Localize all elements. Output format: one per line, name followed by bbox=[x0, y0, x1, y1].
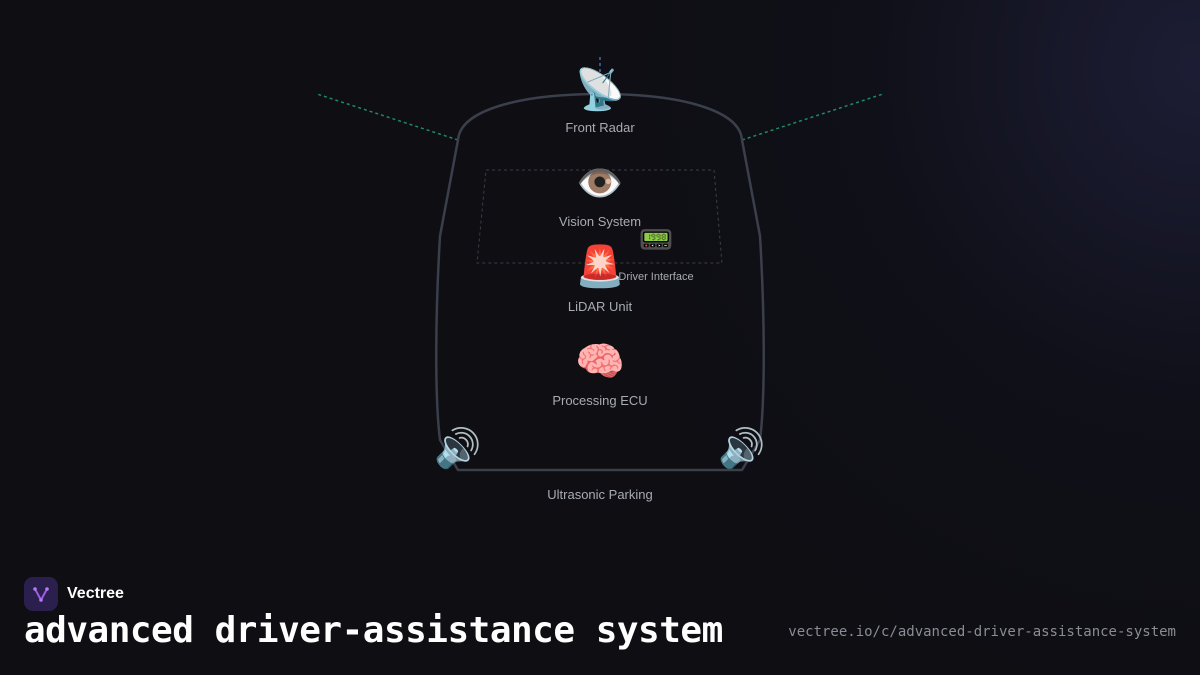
driver-interface-label: Driver Interface bbox=[618, 271, 694, 283]
radar-beam-left bbox=[316, 93, 459, 141]
satellite-antenna-icon: 📡 bbox=[575, 67, 625, 113]
brain-icon: 🧠 bbox=[575, 339, 625, 385]
rotating-light-icon: 🚨 bbox=[575, 244, 625, 290]
page-title: advanced driver-assistance system bbox=[24, 610, 723, 651]
camera-field-of-view bbox=[476, 169, 723, 264]
lidar-unit-label: LiDAR Unit bbox=[567, 299, 633, 314]
page-url[interactable]: vectree.io/c/advanced-driver-assistance-… bbox=[788, 624, 1176, 640]
pager-icon: 📟 bbox=[638, 223, 674, 256]
processing-ecu-label: Processing ECU bbox=[552, 393, 648, 408]
radar-beam-right bbox=[741, 93, 884, 141]
vectree-logo-icon bbox=[24, 577, 58, 611]
front-radar-label: Front Radar bbox=[565, 120, 635, 135]
brand-name: Vectree bbox=[67, 585, 124, 602]
ultrasonic-parking-label: Ultrasonic Parking bbox=[547, 487, 653, 502]
vehicle-outline bbox=[435, 92, 765, 472]
brand[interactable]: Vectree bbox=[24, 577, 124, 611]
vision-system-label: Vision System bbox=[558, 214, 642, 229]
speaker-icon-right: 🔊 bbox=[718, 426, 766, 470]
speaker-icon-left: 🔊 bbox=[434, 426, 482, 470]
eye-icon: 👁️ bbox=[576, 161, 624, 205]
